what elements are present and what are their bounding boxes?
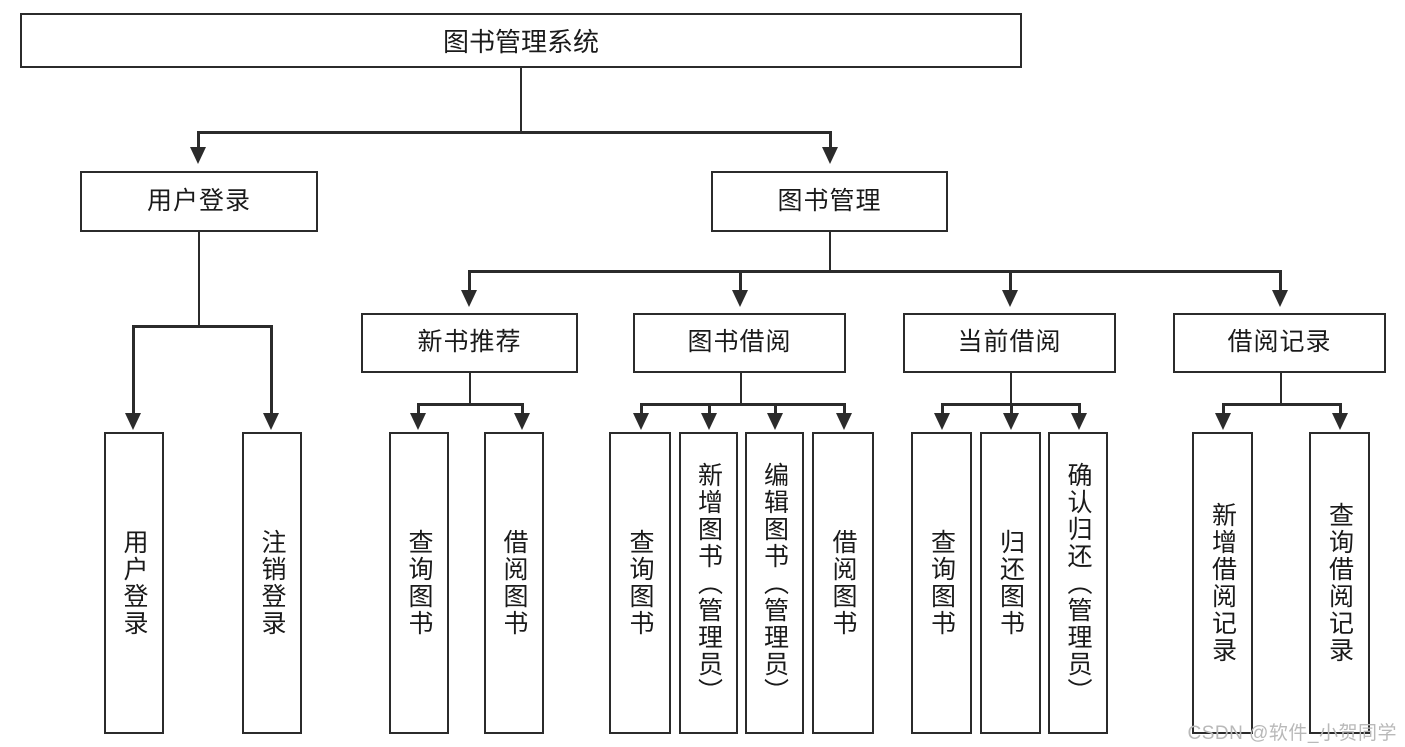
connector-book-mgmt-drop-2 [739, 270, 742, 292]
leaf-newbook-borrow-book[interactable]: 借阅图书 [484, 432, 544, 734]
leaf-user-login[interactable]: 用户登录 [104, 432, 164, 734]
node-label: 当前借阅 [957, 328, 1062, 357]
connector-borrow-drop-1 [640, 403, 643, 415]
csdn-watermark: CSDN @软件_小贺同学 [1187, 723, 1397, 744]
node-book-borrowing[interactable]: 图书借阅 [633, 313, 846, 373]
arrow-new-book-to-borrow [514, 413, 530, 430]
connector-book-mgmt-stem [828, 232, 831, 272]
leaf-label: 查询图书 [626, 529, 654, 637]
leaf-current-return-book[interactable]: 归还图书 [980, 432, 1041, 734]
connector-records-bus [1222, 403, 1339, 406]
arrow-user-login-to-logout [263, 413, 279, 430]
connector-current-drop-2 [1010, 403, 1013, 415]
connector-user-login-stem [197, 232, 200, 327]
node-label: 图书管理系统 [442, 27, 599, 57]
connector-root-drop-1 [197, 131, 200, 149]
arrow-borrow-to-add [701, 413, 717, 430]
leaf-current-confirm-return-admin[interactable]: 确认归还（管理员） [1048, 432, 1108, 734]
node-user-login[interactable]: 用户登录 [80, 171, 318, 232]
connector-new-book-drop-2 [521, 403, 524, 415]
connector-records-drop-1 [1222, 403, 1225, 415]
arrow-borrow-to-query [633, 413, 649, 430]
leaf-newbook-query-book[interactable]: 查询图书 [389, 432, 449, 734]
leaf-label: 新增借阅记录 [1208, 502, 1237, 664]
connector-borrow-stem [739, 373, 742, 405]
node-label: 用户登录 [146, 186, 251, 215]
connector-borrow-drop-3 [774, 403, 777, 415]
connector-records-drop-2 [1339, 403, 1342, 415]
arrow-book-mgmt-to-borrow [732, 290, 748, 307]
leaf-borrow-query-book[interactable]: 查询图书 [609, 432, 671, 734]
node-borrow-records[interactable]: 借阅记录 [1173, 313, 1386, 373]
arrow-current-to-return [1003, 413, 1019, 430]
leaf-label: 查询图书 [927, 529, 956, 637]
leaf-borrow-edit-book-admin[interactable]: 编辑图书（管理员） [745, 432, 804, 734]
connector-borrow-bus [640, 403, 843, 406]
arrow-book-mgmt-to-new-book [461, 290, 477, 307]
connector-new-book-stem [468, 373, 471, 405]
leaf-label: 用户登录 [120, 529, 148, 637]
connector-book-mgmt-drop-3 [1009, 270, 1012, 292]
connector-current-drop-3 [1078, 403, 1081, 415]
connector-current-stem [1009, 373, 1012, 405]
node-book-management[interactable]: 图书管理 [711, 171, 948, 232]
node-label: 图书借阅 [687, 328, 792, 357]
leaf-current-query-book[interactable]: 查询图书 [911, 432, 972, 734]
arrow-records-to-add [1215, 413, 1231, 430]
connector-user-login-bus [132, 325, 270, 328]
connector-book-mgmt-drop-1 [468, 270, 471, 292]
arrow-borrow-to-lend [836, 413, 852, 430]
connector-current-drop-1 [941, 403, 944, 415]
leaf-label: 确认归还（管理员） [1064, 461, 1092, 705]
connector-current-bus [941, 403, 1078, 406]
leaf-label: 新增图书（管理员） [694, 461, 723, 705]
arrow-records-to-query [1332, 413, 1348, 430]
leaf-user-logout[interactable]: 注销登录 [242, 432, 302, 734]
leaf-label: 查询图书 [405, 529, 433, 637]
connector-book-mgmt-bus [468, 270, 1282, 273]
connector-records-stem [1279, 373, 1282, 405]
node-current-borrowing[interactable]: 当前借阅 [903, 313, 1116, 373]
arrow-current-to-query [934, 413, 950, 430]
connector-root-stem [519, 68, 522, 133]
connector-new-book-bus [417, 403, 521, 406]
node-new-book-recommend[interactable]: 新书推荐 [361, 313, 578, 373]
connector-new-book-drop-1 [417, 403, 420, 415]
arrow-root-to-book-mgmt [822, 147, 838, 164]
connector-book-mgmt-drop-4 [1279, 270, 1282, 292]
connector-root-bus [197, 131, 831, 134]
leaf-borrow-lend-book[interactable]: 借阅图书 [812, 432, 874, 734]
arrow-borrow-to-edit [767, 413, 783, 430]
connector-borrow-drop-2 [708, 403, 711, 415]
arrow-current-to-confirm [1071, 413, 1087, 430]
node-label: 借阅记录 [1227, 328, 1332, 357]
node-root-system[interactable]: 图书管理系统 [20, 13, 1022, 68]
leaf-borrow-add-book-admin[interactable]: 新增图书（管理员） [679, 432, 738, 734]
leaf-label: 查询借阅记录 [1325, 502, 1354, 664]
arrow-book-mgmt-to-records [1272, 290, 1288, 307]
connector-user-login-drop-2 [270, 325, 273, 415]
connector-user-login-drop-1 [132, 325, 135, 415]
leaf-label: 归还图书 [996, 529, 1025, 637]
node-label: 图书管理 [777, 186, 882, 215]
leaf-records-query-record[interactable]: 查询借阅记录 [1309, 432, 1370, 734]
arrow-new-book-to-query [410, 413, 426, 430]
leaf-records-add-record[interactable]: 新增借阅记录 [1192, 432, 1253, 734]
node-label: 新书推荐 [417, 328, 522, 357]
connector-borrow-drop-4 [843, 403, 846, 415]
arrow-root-to-user-login [190, 147, 206, 164]
leaf-label: 编辑图书（管理员） [760, 461, 789, 705]
leaf-label: 借阅图书 [829, 529, 857, 637]
arrow-book-mgmt-to-current [1002, 290, 1018, 307]
leaf-label: 借阅图书 [500, 529, 528, 637]
arrow-user-login-to-login [125, 413, 141, 430]
leaf-label: 注销登录 [258, 529, 286, 637]
connector-root-drop-2 [829, 131, 832, 149]
